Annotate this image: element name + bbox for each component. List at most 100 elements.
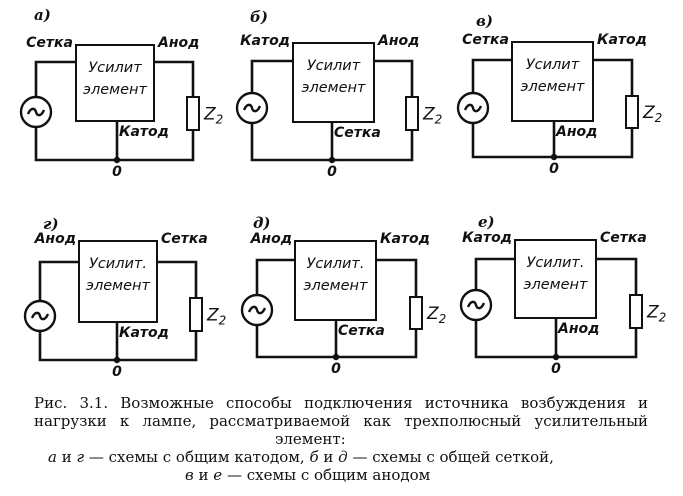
left-terminal-label: Катод xyxy=(240,33,290,49)
input-wire xyxy=(474,257,517,292)
left-terminal-label: Катод xyxy=(462,230,512,246)
bottom-terminal-label: Анод xyxy=(557,321,599,337)
left-terminal-label: Сетка xyxy=(462,32,509,48)
ground-label: 0 xyxy=(551,361,561,377)
box-label-line-1: Усилит xyxy=(307,58,361,74)
input-wire xyxy=(250,59,295,95)
caption-line-3: элемент: xyxy=(275,430,346,448)
amplifier-element-box xyxy=(511,41,594,122)
caption-line-5: в и е — схемы с общим анодом xyxy=(185,466,431,485)
load-resistor-icon xyxy=(405,96,419,131)
box-label-line-2: элемент xyxy=(83,82,147,98)
panel-letter: е) xyxy=(478,213,495,231)
junction-dot xyxy=(332,353,340,361)
box-label-line-2: элемент xyxy=(521,79,585,95)
left-terminal-label: Анод xyxy=(250,231,292,247)
caption-line-4: а и г — схемы с общим катодом, б и д — с… xyxy=(48,448,554,467)
bottom-terminal-label: Катод xyxy=(119,124,169,140)
box-label-line-2: элемент xyxy=(302,80,366,96)
sine-wave-icon xyxy=(26,107,46,117)
caption-common-cathode: — схемы с общим катодом, xyxy=(84,448,310,466)
left-terminal-label: Сетка xyxy=(26,35,73,51)
caption-line-2: нагрузки к лампе, рассматриваемой как тр… xyxy=(34,412,648,430)
caption-letter-d: д xyxy=(338,448,348,466)
load-label: Z2 xyxy=(646,303,666,325)
right-terminal-label: Сетка xyxy=(161,231,208,247)
panel-letter: г) xyxy=(43,215,59,233)
load-resistor-icon xyxy=(409,296,423,330)
amplifier-element-box xyxy=(78,240,158,323)
amplifier-element-box xyxy=(514,239,597,319)
box-label-line-1: Усилит. xyxy=(89,256,147,272)
left-terminal-label: Анод xyxy=(34,231,76,247)
box-label-line-2: элемент xyxy=(86,278,150,294)
junction-dot xyxy=(113,156,121,164)
caption-letter-e: е xyxy=(213,466,223,484)
box-label-line-2: элемент xyxy=(304,278,368,294)
return-wire xyxy=(34,125,195,162)
right-terminal-label: Катод xyxy=(597,32,647,48)
right-terminal-label: Анод xyxy=(157,35,199,51)
right-terminal-label: Катод xyxy=(380,231,430,247)
ground-label: 0 xyxy=(331,361,341,377)
sine-wave-icon xyxy=(247,305,267,315)
return-wire xyxy=(471,121,634,159)
junction-dot xyxy=(113,356,121,364)
output-wire xyxy=(152,60,195,99)
bottom-terminal-label: Анод xyxy=(555,124,597,140)
box-label-line-2: элемент xyxy=(524,277,588,293)
caption-line-1: Рис. 3.1. Возможные способы подключения … xyxy=(34,394,648,412)
output-wire xyxy=(374,258,418,299)
box-label-line-1: Усилит xyxy=(526,57,580,73)
load-label: Z2 xyxy=(422,105,442,127)
box-label-line-1: Усилит. xyxy=(307,256,365,272)
caption-common-anode: — схемы с общим анодом xyxy=(222,466,431,484)
output-wire xyxy=(594,257,638,297)
sine-wave-icon xyxy=(463,103,483,113)
caption-letter-v: в xyxy=(185,466,194,484)
caption-conj: и xyxy=(56,448,77,466)
panel-letter: а) xyxy=(34,6,51,24)
ground-label: 0 xyxy=(549,161,559,177)
load-label: Z2 xyxy=(203,105,223,127)
caption-conj: и xyxy=(318,448,339,466)
input-wire xyxy=(255,258,297,297)
load-resistor-icon xyxy=(625,95,639,129)
input-wire xyxy=(38,260,81,303)
input-wire xyxy=(34,60,78,99)
junction-dot xyxy=(550,153,558,161)
load-resistor-icon xyxy=(629,294,643,329)
sine-wave-icon xyxy=(466,300,486,310)
load-label: Z2 xyxy=(426,304,446,326)
bottom-terminal-label: Сетка xyxy=(334,125,381,141)
ground-label: 0 xyxy=(327,164,337,180)
box-label-line-1: Усилит. xyxy=(527,255,585,271)
load-resistor-icon xyxy=(189,297,203,332)
load-label: Z2 xyxy=(206,306,226,328)
sine-wave-icon xyxy=(30,311,50,321)
sine-wave-icon xyxy=(242,103,262,113)
caption-common-grid: — схемы с общей сеткой, xyxy=(347,448,554,466)
caption-letter-g: г xyxy=(76,448,85,466)
ground-label: 0 xyxy=(112,364,122,380)
load-resistor-icon xyxy=(186,96,200,131)
box-label-line-1: Усилит xyxy=(88,60,142,76)
amplifier-element-box xyxy=(75,44,155,122)
amplifier-element-box xyxy=(294,240,377,321)
caption-conj: и xyxy=(193,466,214,484)
right-terminal-label: Анод xyxy=(377,33,419,49)
amplifier-element-box xyxy=(292,42,375,123)
bottom-terminal-label: Катод xyxy=(119,325,169,341)
junction-dot xyxy=(328,156,336,164)
bottom-terminal-label: Сетка xyxy=(338,323,385,339)
right-terminal-label: Сетка xyxy=(600,230,647,246)
junction-dot xyxy=(552,353,560,361)
ground-label: 0 xyxy=(112,164,122,180)
panel-letter: в) xyxy=(476,12,493,30)
